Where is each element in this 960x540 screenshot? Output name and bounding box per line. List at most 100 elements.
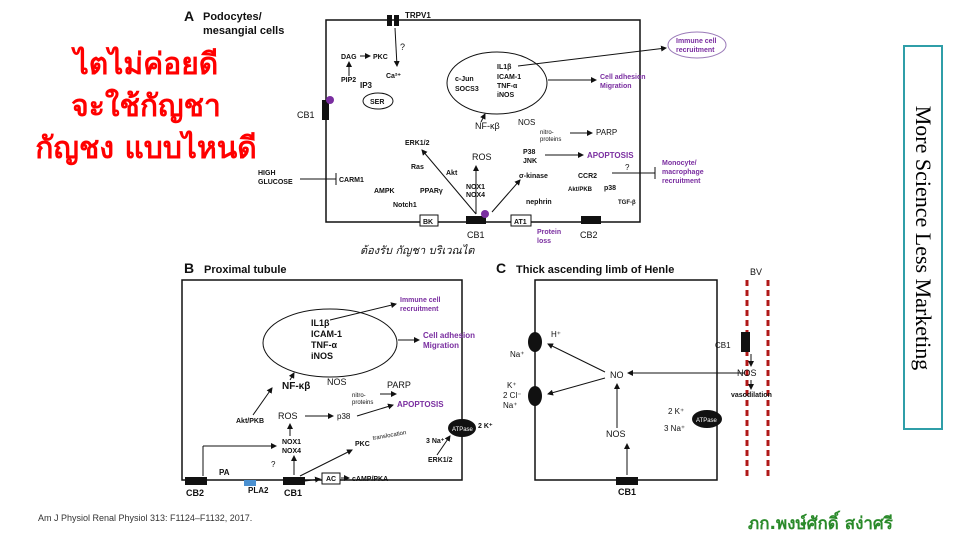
ip3-label: IP3 <box>360 81 373 90</box>
panel-c-2cl: 2 Cl⁻ <box>503 391 521 400</box>
notch-label: Notch1 <box>393 202 417 209</box>
protein-loss-1: Protein <box>537 229 561 236</box>
panel-c-h: H⁺ <box>551 330 561 339</box>
high-glucose-2: GLUCOSE <box>258 179 293 186</box>
icam-label: ICAM-1 <box>497 74 521 81</box>
panel-c-na2: Na⁺ <box>503 401 517 410</box>
panel-a-immune-1: Immune cell <box>676 38 717 45</box>
citation: Am J Physiol Renal Physiol 313: F1124–F1… <box>38 513 253 523</box>
cb1-left-label: CB1 <box>297 110 315 120</box>
cb1-bottom-ligand <box>481 210 489 218</box>
panel-b-nucleus <box>262 308 398 378</box>
panel-a-adhesion-2: Migration <box>600 83 632 90</box>
side-banner-box: More Science Less Marketing <box>903 45 943 430</box>
panel-b-pla2: PLA2 <box>248 486 269 495</box>
ccr2-label: CCR2 <box>578 173 597 180</box>
panel-b-cb2-receptor <box>185 477 207 485</box>
cb2-bottom-label: CB2 <box>580 230 598 240</box>
trpv1-label: TRPV1 <box>405 11 431 20</box>
panel-a-ros: ROS <box>472 152 492 162</box>
panel-b-letter: B <box>184 260 194 276</box>
panel-b-nfkb: NF-κβ <box>282 381 310 392</box>
socs3-label: SOCS3 <box>455 86 479 93</box>
panel-b-immune-2: recruitment <box>400 306 439 313</box>
panel-c-nos-bv: NOS <box>737 368 757 378</box>
panel-b-icam: ICAM-1 <box>311 329 342 339</box>
cb1-bottom-label: CB1 <box>467 230 485 240</box>
panel-b-apoptosis: APOPTOSIS <box>397 400 444 409</box>
akt-label: Akt <box>446 170 458 177</box>
pip2-label: PIP2 <box>341 77 356 84</box>
cb2-bottom-receptor <box>581 216 601 224</box>
ras-label: Ras <box>411 164 424 171</box>
panel-a-title-2: mesangial cells <box>203 25 284 37</box>
panel-c-atpase-label: ATPase <box>696 418 718 424</box>
monocyte-2: macrophage <box>662 169 704 176</box>
panel-c-cb1-bv: CB1 <box>715 341 731 350</box>
panel-b-nitro-2: proteins <box>352 400 373 406</box>
panel-a-nitro-2: proteins <box>540 137 561 143</box>
panel-b-nos: NOS <box>327 377 347 387</box>
ser-label: SER <box>370 99 384 106</box>
erk-label: ERK1/2 <box>405 140 430 147</box>
panel-b-pa: PA <box>219 468 230 477</box>
panel-b-ac: AC <box>326 476 336 483</box>
aktpkb-label-a: Akt/PKB <box>568 187 593 193</box>
cb1-left-receptor <box>322 100 329 120</box>
okinase-label: σ-kinase <box>519 173 548 180</box>
inos-label: iNOS <box>497 92 514 99</box>
panel-c-title: Thick ascending limb of Henle <box>516 264 674 276</box>
immune-recruitment-bubble <box>667 31 727 59</box>
cb1-bottom-receptor <box>466 216 486 224</box>
protein-loss-2: loss <box>537 238 551 245</box>
panel-b-camp: cAMP/PKA <box>352 476 388 483</box>
panel-a-nos: NOS <box>518 118 535 127</box>
at1-receptor <box>510 214 532 227</box>
panel-a-nucleus <box>446 51 548 115</box>
trpv1-question: ? <box>400 42 405 52</box>
panel-b-tnf: TNF-α <box>311 340 337 350</box>
panel-c-letter: C <box>496 260 506 276</box>
panel-b-il1b: IL1β <box>311 318 330 328</box>
thai-title-line-2: จะใช้กัญชา <box>71 89 221 124</box>
panel-c-bv: BV <box>750 267 762 277</box>
carm1-label: CARM1 <box>339 177 364 184</box>
author-credit: ภก.พงษ์ศักดิ์ สง่าศรี <box>748 514 893 534</box>
panel-c-2k: 2 K⁺ <box>668 407 684 416</box>
monocyte-1: Monocyte/ <box>662 160 697 167</box>
handwritten-note: ต้องรับ กัญชา บริเวณไต <box>360 244 475 257</box>
panel-b-nox1: NOX1 <box>282 439 301 446</box>
thai-title-line-3: กัญชง แบบไหนดี <box>35 131 257 166</box>
bk-label: BK <box>423 219 433 226</box>
ppar-label: PPARγ <box>420 188 443 195</box>
panel-b-nitro-1: nitro- <box>352 393 366 399</box>
panel-b: B Proximal tubule Immune cell recruitmen… <box>181 260 493 498</box>
calcium-label: Ca²⁺ <box>386 73 401 80</box>
panel-b-translocation: translocation <box>372 430 407 442</box>
panel-b-pkc: PKC <box>355 441 370 448</box>
panel-b-atpase-pump <box>448 419 476 437</box>
panel-b-nox4: NOX4 <box>282 448 301 455</box>
high-glucose-1: HIGH <box>258 170 276 177</box>
panel-c-3na: 3 Na⁺ <box>664 424 685 433</box>
panel-c-cell-border <box>534 279 718 481</box>
panel-b-question: ? <box>271 460 276 469</box>
ser-organelle <box>362 92 394 110</box>
panel-a-nitro-1: nitro- <box>540 130 554 136</box>
panel-a-apoptosis: APOPTOSIS <box>587 151 634 160</box>
il1b-label: IL1β <box>497 64 512 71</box>
panel-c-cb1-receptor <box>616 477 638 485</box>
p38-label-a2: p38 <box>604 185 616 192</box>
tnf-label: TNF-α <box>497 83 518 90</box>
panel-c-vasodilation: vasodilation <box>731 392 772 399</box>
tgf-label: TGF-β <box>618 200 636 206</box>
panel-c-no: NO <box>610 370 624 380</box>
nkcc2-transporter <box>528 386 542 406</box>
cjun-label: c-Jun <box>455 76 474 83</box>
panel-b-parp: PARP <box>387 380 411 390</box>
panel-c: C Thick ascending limb of Henle BV H⁺ Na… <box>496 260 772 497</box>
panel-b-cb1: CB1 <box>284 488 302 498</box>
cb1-left-ligand <box>326 96 334 104</box>
panel-b-cb1-receptor <box>283 477 305 485</box>
